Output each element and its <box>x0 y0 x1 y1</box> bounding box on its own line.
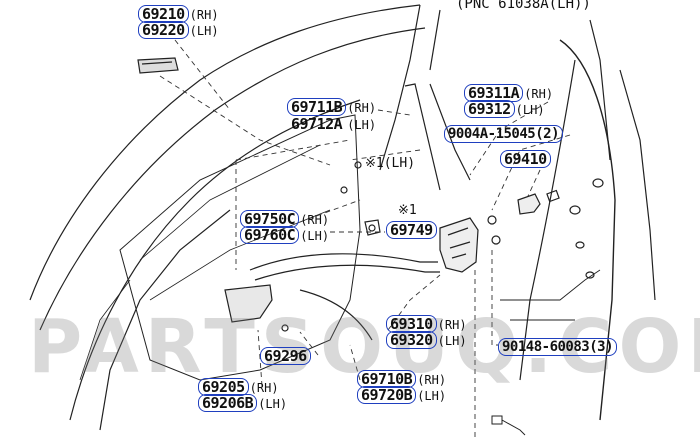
callout-69720b: 69720B(LH) <box>357 386 446 404</box>
lock-rod-1 <box>404 83 441 191</box>
part-number[interactable]: 69206B <box>198 394 258 412</box>
callout-9004a-15045: 9004A-15045(2) <box>444 125 564 143</box>
part-number[interactable]: 69210 <box>138 5 189 23</box>
remote-cable <box>249 253 438 271</box>
part-number[interactable]: 69312 <box>464 100 515 118</box>
callout-69749: 69749 <box>386 221 437 239</box>
callout-90148-60083: 90148-60083(3) <box>498 338 618 356</box>
part-number[interactable]: 69311A <box>464 84 524 102</box>
door-frame-outline <box>29 4 421 301</box>
part-number[interactable]: 69296 <box>260 347 311 365</box>
striker-shape <box>517 193 541 215</box>
callout-69311a: 69311A(RH) <box>464 84 553 102</box>
part-number[interactable]: 69410 <box>500 150 551 168</box>
callout-69296: 69296 <box>260 347 311 365</box>
callout-69206b: 69206B(LH) <box>198 394 287 412</box>
part-number[interactable]: 69310 <box>386 315 437 333</box>
part-number[interactable]: 69712A <box>291 115 343 133</box>
part-number[interactable]: 69711B <box>287 98 347 116</box>
part-number[interactable]: 9004A-15045(2) <box>444 125 564 143</box>
callout-69210: 69210(RH) <box>138 5 219 23</box>
callout-69712a: 69712A (LH) <box>287 115 376 133</box>
callout-69710b: 69710B(RH) <box>357 370 446 388</box>
side-suffix: (LH) <box>300 229 330 243</box>
callout-69320: 69320(LH) <box>386 331 467 349</box>
inside-handle-shape <box>224 284 273 323</box>
part-number[interactable]: 69220 <box>138 21 189 39</box>
callout-69750c: 69750C(RH) <box>240 210 329 228</box>
note-lh-mark: ※1(LH) <box>365 156 416 171</box>
part-number[interactable]: 69760C <box>240 226 300 244</box>
side-suffix: (RH) <box>417 373 447 387</box>
part-number[interactable]: 69720B <box>357 386 417 404</box>
side-suffix: (LH) <box>347 118 377 132</box>
part-number[interactable]: 69205 <box>198 378 249 396</box>
part-number[interactable]: 69749 <box>386 221 437 239</box>
part-number[interactable]: 69320 <box>386 331 437 349</box>
part-number[interactable]: 69750C <box>240 210 300 228</box>
part-number[interactable]: 90148-60083(3) <box>498 338 618 356</box>
side-suffix: (LH) <box>189 24 219 38</box>
lock-rod-2 <box>429 83 471 181</box>
side-suffix: (LH) <box>515 103 545 117</box>
header-note: (PNC 61038A(LH)) <box>456 0 591 12</box>
callout-69711b: 69711B(RH) <box>287 98 376 116</box>
door-inner-panel <box>119 114 361 381</box>
side-suffix: (RH) <box>437 318 467 332</box>
callout-69410: 69410 <box>500 150 551 168</box>
side-suffix: (LH) <box>437 334 467 348</box>
note-mark1: ※1 <box>398 203 417 218</box>
side-suffix: (LH) <box>417 389 447 403</box>
callout-69205: 69205(RH) <box>198 378 279 396</box>
part-number[interactable]: 69710B <box>357 370 417 388</box>
callout-69760c: 69760C(LH) <box>240 226 329 244</box>
side-suffix: (RH) <box>347 101 377 115</box>
side-suffix: (RH) <box>249 381 279 395</box>
side-suffix: (RH) <box>189 8 219 22</box>
callout-69310: 69310(RH) <box>386 315 467 333</box>
b-pillar-outline <box>559 39 616 421</box>
callout-69312: 69312(LH) <box>464 100 545 118</box>
side-suffix: (LH) <box>258 397 288 411</box>
callout-69220: 69220(LH) <box>138 21 219 39</box>
side-suffix: (RH) <box>524 87 554 101</box>
side-suffix: (RH) <box>300 213 330 227</box>
outside-handle-shape <box>137 57 179 74</box>
